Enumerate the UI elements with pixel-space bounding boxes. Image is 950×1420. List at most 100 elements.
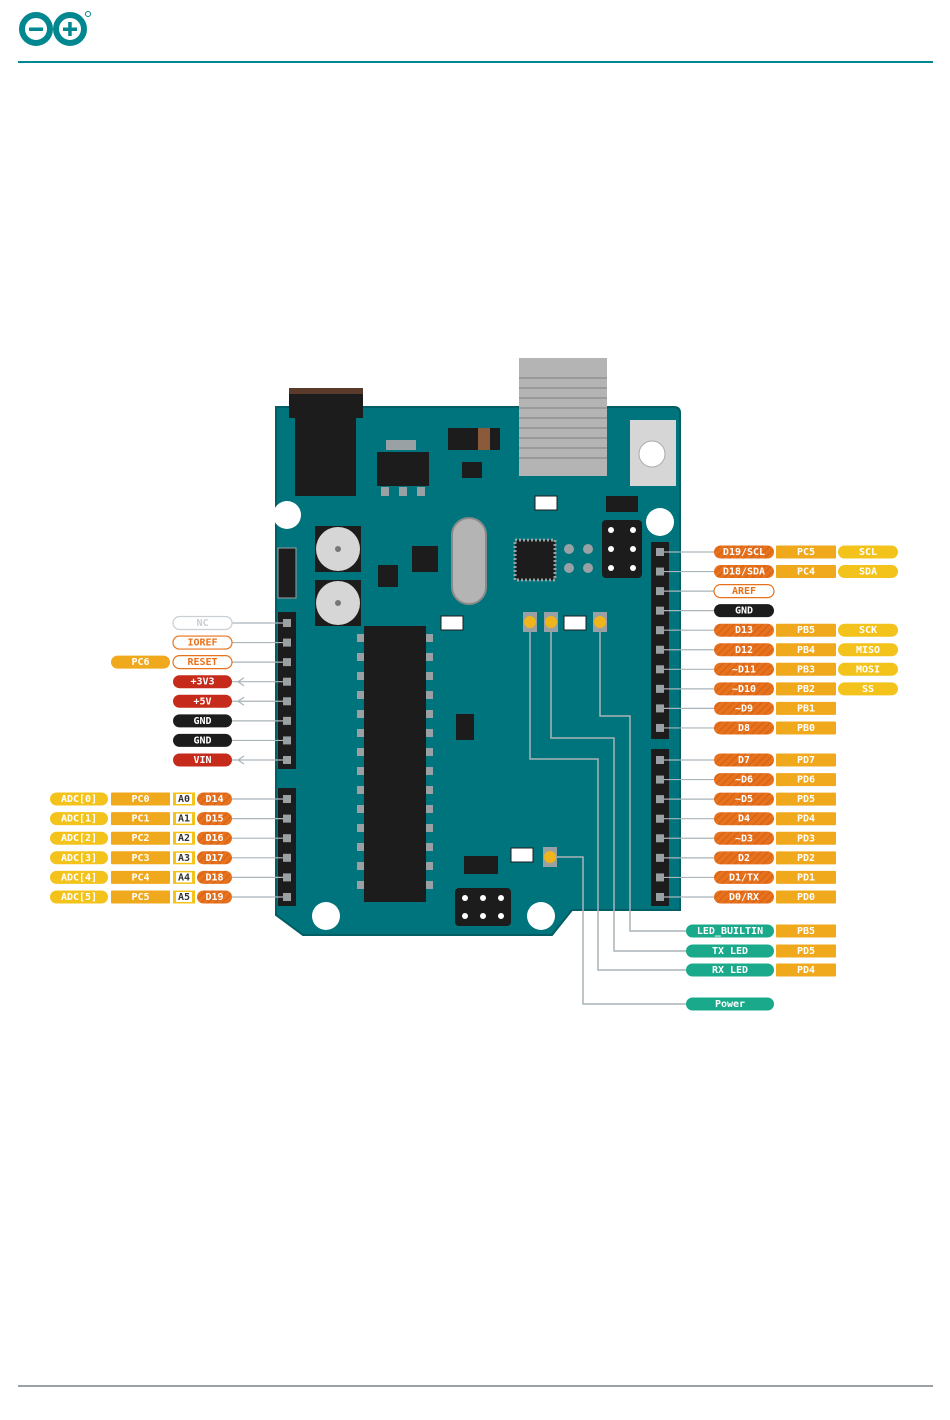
pin-label-vin-text: VIN xyxy=(193,755,211,766)
pin-label-d9-text: ~D9 xyxy=(735,703,753,714)
pin-label-adc-4-text: ADC[4] xyxy=(61,872,97,883)
pin-label-pc3: PC3 xyxy=(111,851,170,865)
power-jack-body xyxy=(295,418,356,496)
icsp-usb-pins xyxy=(608,527,636,571)
pin-label-pd0-text: PD0 xyxy=(797,892,815,903)
pin-label-pb1: PB1 xyxy=(776,701,836,715)
pin-label-pc1: PC1 xyxy=(111,812,170,826)
pin-label-pb4-text: PB4 xyxy=(797,645,815,656)
chip-leg xyxy=(426,881,433,889)
pin-label-ss: SS xyxy=(838,682,898,696)
pin-label-adc-1-text: ADC[1] xyxy=(61,814,97,825)
header-pin xyxy=(283,716,291,725)
pin-label-nc: NC xyxy=(172,615,233,631)
arrow-icon xyxy=(236,677,245,687)
pin-label-gnd: GND xyxy=(714,604,774,618)
chip-leg xyxy=(426,653,433,661)
pin-label-sck-text: SCK xyxy=(859,625,877,636)
pin-label-adc-5: ADC[5] xyxy=(50,890,108,904)
pin-label-pc4: PC4 xyxy=(776,565,836,579)
chip-leg xyxy=(357,786,364,794)
mounting-hole-3 xyxy=(312,902,340,930)
smd-part-4 xyxy=(462,462,482,478)
pin-label-sck: SCK xyxy=(838,623,898,637)
chip-leg xyxy=(426,710,433,718)
pin-label-d0-rx: D0/RX xyxy=(714,890,774,904)
pin-label-pc2: PC2 xyxy=(111,831,170,845)
header-pin xyxy=(656,606,664,615)
pin-label-ss-text: SS xyxy=(862,684,874,695)
header-rule xyxy=(18,61,933,63)
led-label-tx-led-text: TX LED xyxy=(712,946,748,957)
pin-label-nc-text: NC xyxy=(196,618,208,629)
header-pin xyxy=(283,755,291,764)
chip-leg xyxy=(357,881,364,889)
pin-label-pd6: PD6 xyxy=(776,773,836,787)
test-pads xyxy=(564,544,593,573)
header-pin xyxy=(656,723,664,732)
led-label-led-builtin: LED_BUILTIN xyxy=(686,924,774,938)
pin-label-d19: D19 xyxy=(197,890,232,904)
pin-label-pb3-text: PB3 xyxy=(797,664,815,675)
chip-leg xyxy=(357,805,364,813)
pin-label-miso-text: MISO xyxy=(856,645,880,656)
smd-part-2 xyxy=(464,856,498,874)
pin-label-d18-sda-text: D18/SDA xyxy=(723,567,765,578)
chip-leg xyxy=(426,805,433,813)
pin-label-pc6-text: PC6 xyxy=(131,657,149,668)
header-pin xyxy=(283,619,291,627)
header-pin xyxy=(656,684,664,693)
led-label-pb5-text: PB5 xyxy=(797,926,815,937)
pin-label-adc-0-text: ADC[0] xyxy=(61,794,97,805)
pin-label-adc-0: ADC[0] xyxy=(50,792,108,806)
pin-label-pb2-text: PB2 xyxy=(797,684,815,695)
pin-label-d12: D12 xyxy=(714,643,774,657)
header-pin xyxy=(283,736,291,745)
chip-leg xyxy=(426,748,433,756)
minus-icon xyxy=(29,27,43,31)
pin-label-a3: A3 xyxy=(173,851,195,865)
arduino-infinity-icon xyxy=(19,12,87,46)
pin-label-d18-sda: D18/SDA xyxy=(714,565,774,579)
pin-label-pb1-text: PB1 xyxy=(797,703,815,714)
arduino-uno-board xyxy=(273,358,686,1005)
pin-label-gnd-text: GND xyxy=(735,606,753,617)
pin-label-pc1-text: PC1 xyxy=(131,814,149,825)
header-pin xyxy=(283,814,291,823)
pin-label-d0-rx-text: D0/RX xyxy=(729,892,759,903)
usb-mcu xyxy=(513,538,557,582)
header-pin xyxy=(283,677,291,686)
pin-label-adc-1: ADC[1] xyxy=(50,812,108,826)
chip-leg xyxy=(357,748,364,756)
chip-leg xyxy=(357,634,364,642)
board-leds xyxy=(523,612,607,867)
chip-leg xyxy=(426,729,433,737)
pin-label-pb0: PB0 xyxy=(776,721,836,735)
pin-labels: NCIOREFRESETPC6+3V3+5VGNDGNDVIND14A0PC0A… xyxy=(50,545,898,1011)
header-pin xyxy=(283,834,291,843)
pin-label-pc0-text: PC0 xyxy=(131,794,149,805)
pin-label-d3-text: ~D3 xyxy=(735,833,753,844)
pin-label-a2: A2 xyxy=(173,831,195,845)
small-ic-2 xyxy=(378,565,398,587)
mounting-hole-4 xyxy=(527,902,555,930)
pin-label-a3-text: A3 xyxy=(178,853,190,864)
pin-label-d2: D2 xyxy=(714,851,774,865)
header-pin xyxy=(283,638,291,647)
fuse xyxy=(277,547,297,599)
pin-label-d17-text: D17 xyxy=(205,853,223,864)
header-pin xyxy=(283,873,291,882)
header-pin xyxy=(656,645,664,654)
pin-label-d9: ~D9 xyxy=(714,701,774,715)
pin-label-d19-scl-text: D19/SCL xyxy=(723,547,765,558)
chip-leg xyxy=(426,862,433,870)
pin-label-pd6-text: PD6 xyxy=(797,775,815,786)
footer-rule xyxy=(18,1385,933,1387)
pin-label-gnd-text: GND xyxy=(193,716,211,727)
pin-label-pc4-text: PC4 xyxy=(131,872,149,883)
capacitor-1-mark xyxy=(335,546,341,552)
pin-label-pb2: PB2 xyxy=(776,682,836,696)
header-pin xyxy=(656,795,664,804)
smd-part-1 xyxy=(606,496,638,512)
pin-label-pd1: PD1 xyxy=(776,870,836,884)
